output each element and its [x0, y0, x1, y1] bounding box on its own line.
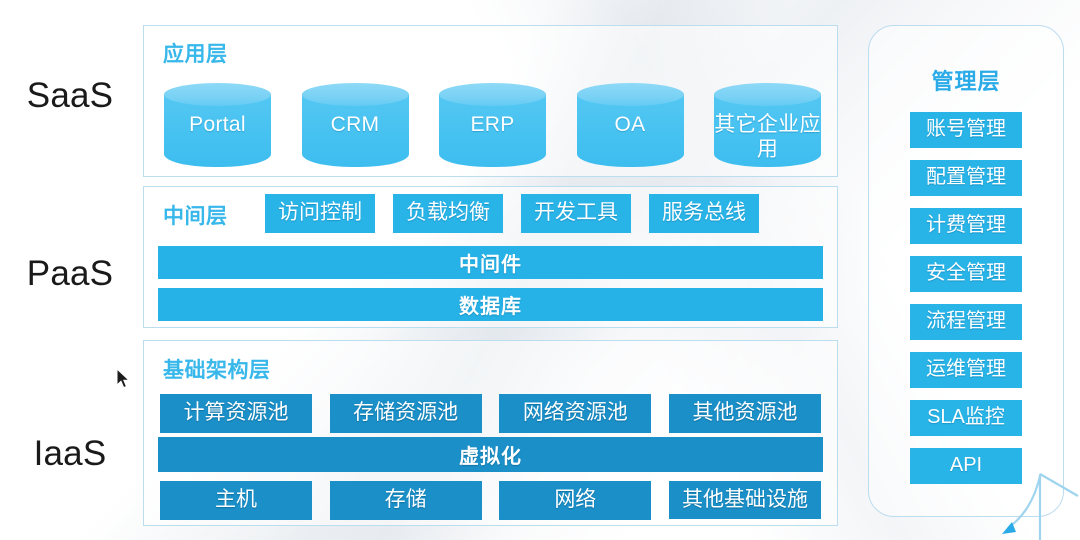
pool-chip-compute[interactable]: 计算资源池 — [160, 394, 312, 433]
middleware-chip-service-bus[interactable]: 服务总线 — [649, 194, 759, 233]
management-item-operations[interactable]: 运维管理 — [910, 352, 1022, 388]
middleware-chip-row: 访问控制 负载均衡 开发工具 服务总线 — [265, 194, 759, 233]
middleware-chip-dev-tools[interactable]: 开发工具 — [521, 194, 631, 233]
app-cylinder-label: 其它企业应用 — [714, 113, 821, 161]
layer-title-application: 应用层 — [163, 43, 228, 66]
service-model-label-saas: SaaS — [26, 76, 114, 115]
app-cylinder-crm[interactable]: CRM — [301, 83, 409, 167]
management-panel: 管理层 账号管理 配置管理 计费管理 安全管理 流程管理 运维管理 SLA监控 … — [868, 25, 1064, 517]
app-cylinder-other-enterprise[interactable]: 其它企业应用 — [714, 83, 821, 167]
hardware-chip-other-infrastructure[interactable]: 其他基础设施 — [668, 481, 821, 519]
pool-chip-storage[interactable]: 存储资源池 — [329, 394, 482, 433]
application-cylinder-row: Portal CRM ERP OA 其它企业应用 — [164, 83, 821, 169]
management-item-configuration[interactable]: 配置管理 — [910, 160, 1022, 196]
app-cylinder-portal[interactable]: Portal — [164, 83, 271, 167]
cylinder-body — [301, 94, 409, 167]
infrastructure-bar-virtualization[interactable]: 虚拟化 — [158, 437, 823, 472]
management-item-billing[interactable]: 计费管理 — [910, 208, 1022, 244]
mouse-cursor-icon — [116, 368, 131, 389]
layer-title-middleware: 中间层 — [163, 205, 228, 228]
app-cylinder-oa[interactable]: OA — [576, 83, 684, 167]
management-item-security[interactable]: 安全管理 — [910, 256, 1022, 292]
middleware-chip-load-balancing[interactable]: 负载均衡 — [393, 194, 503, 233]
app-cylinder-label: Portal — [189, 113, 246, 136]
cylinder-body — [714, 94, 821, 167]
middleware-bar-middleware[interactable]: 中间件 — [158, 246, 823, 279]
cylinder-top-ellipse — [439, 83, 546, 106]
app-cylinder-label: ERP — [470, 113, 515, 136]
management-item-process[interactable]: 流程管理 — [910, 304, 1022, 340]
infrastructure-hardware-row: 主机 存储 网络 其他基础设施 — [160, 481, 821, 520]
service-model-label-paas: PaaS — [26, 254, 114, 293]
management-item-sla-monitoring[interactable]: SLA监控 — [910, 400, 1022, 436]
infrastructure-pool-row: 计算资源池 存储资源池 网络资源池 其他资源池 — [160, 394, 821, 433]
middleware-chip-access-control[interactable]: 访问控制 — [265, 194, 375, 233]
cylinder-top-ellipse — [576, 83, 684, 106]
service-model-label-iaas: IaaS — [33, 434, 107, 473]
app-cylinder-erp[interactable]: ERP — [439, 83, 546, 167]
app-cylinder-label: OA — [614, 113, 646, 136]
management-item-api[interactable]: API — [910, 448, 1022, 484]
cylinder-body — [164, 94, 271, 167]
management-item-account[interactable]: 账号管理 — [910, 112, 1022, 148]
cylinder-top-ellipse — [301, 83, 409, 106]
layer-panel-application: 应用层 Portal CRM ERP OA — [143, 25, 838, 177]
hardware-chip-network[interactable]: 网络 — [499, 481, 652, 520]
layer-title-infrastructure: 基础架构层 — [163, 359, 271, 382]
pool-chip-network[interactable]: 网络资源池 — [499, 394, 652, 433]
app-cylinder-label: CRM — [330, 113, 380, 136]
cylinder-body — [439, 94, 546, 167]
pool-chip-other[interactable]: 其他资源池 — [668, 394, 821, 433]
cylinder-top-ellipse — [714, 83, 821, 106]
cylinder-top-ellipse — [164, 83, 271, 106]
cylinder-body — [576, 94, 684, 167]
hardware-chip-storage[interactable]: 存储 — [329, 481, 482, 520]
middleware-bar-database[interactable]: 数据库 — [158, 288, 823, 321]
management-item-list: 账号管理 配置管理 计费管理 安全管理 流程管理 运维管理 SLA监控 API — [869, 112, 1063, 484]
management-panel-title: 管理层 — [931, 69, 1001, 94]
hardware-chip-host[interactable]: 主机 — [160, 481, 312, 520]
